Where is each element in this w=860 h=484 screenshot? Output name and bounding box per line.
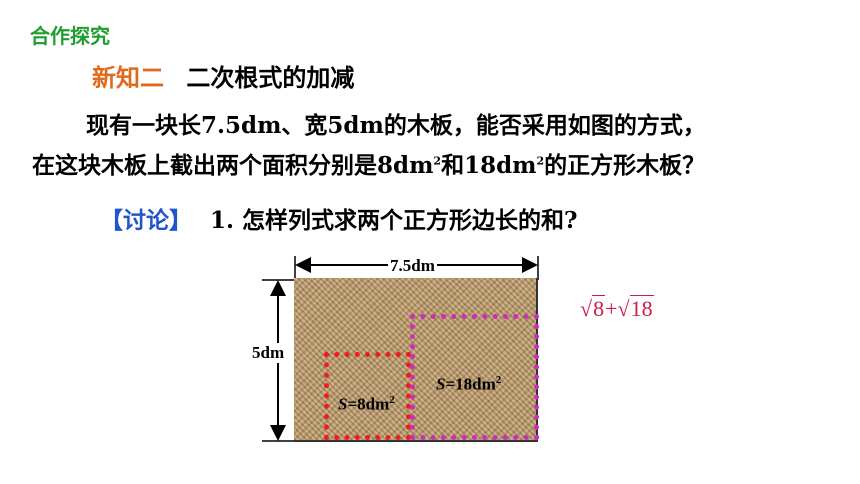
radical-sign-1: √ <box>580 296 593 321</box>
title-text: 二次根式的加减 <box>186 64 355 92</box>
section-tag: 合作探究 <box>30 24 110 48</box>
radicand-18: 18 <box>629 295 654 321</box>
width-label: 7.5dm <box>388 256 437 276</box>
large-square-label: S=18dm2 <box>436 374 501 395</box>
discussion-question: 1. 怎样列式求两个正方形边长的和? <box>210 207 578 234</box>
problem-line-2: 在这块木板上截出两个面积分别是8dm2和18dm2的正方形木板？ <box>32 146 705 180</box>
large-square-sup: 2 <box>495 374 502 386</box>
problem-line-2-post: 的正方形木板？ <box>544 152 706 179</box>
small-square-var: S <box>338 394 348 414</box>
radicand-8: 8 <box>592 295 606 321</box>
small-square-value: =8dm <box>347 394 390 414</box>
large-square-value: =18dm <box>445 374 496 394</box>
sqrt-8: √8 <box>580 295 606 322</box>
large-square-var: S <box>436 374 446 394</box>
discussion: 【讨论】 1. 怎样列式求两个正方形边长的和? <box>100 201 578 235</box>
problem-line-1: 现有一块长7.5dm、宽5dm的木板，能否采用如图的方式， <box>86 112 706 139</box>
problem-line-2-pre: 在这块木板上截出两个面积分别是8dm <box>32 152 434 179</box>
small-square-label: S=8dm2 <box>338 394 395 415</box>
page-title: 新知二 二次根式的加减 <box>92 58 354 93</box>
large-square <box>410 314 539 440</box>
sqrt-18: √18 <box>617 295 654 322</box>
title-tag: 新知二 <box>92 64 164 92</box>
problem-sup-2: 2 <box>536 154 545 168</box>
discussion-tag: 【讨论】 <box>100 207 192 234</box>
plus-sign: + <box>605 296 618 321</box>
problem-line-2-mid: 和18dm <box>441 152 537 179</box>
answer-expression: √8+√18 <box>580 295 654 322</box>
problem-sup-1: 2 <box>433 154 442 168</box>
height-label: 5dm <box>252 343 285 363</box>
wood-board <box>294 278 538 442</box>
small-square <box>324 352 411 440</box>
small-square-sup: 2 <box>389 394 395 406</box>
radical-sign-2: √ <box>617 296 630 321</box>
